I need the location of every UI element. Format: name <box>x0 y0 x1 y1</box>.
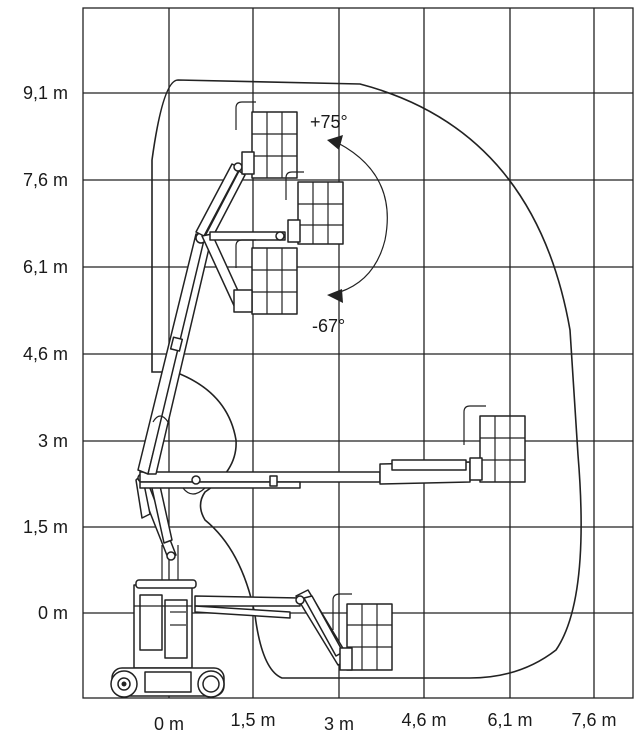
rear-wheel <box>110 670 138 698</box>
y-axis-labels: 9,1 m 7,6 m 6,1 m 4,6 m 3 m 1,5 m 0 m <box>23 83 68 623</box>
front-wheel <box>197 670 225 698</box>
y-label-1-5: 1,5 m <box>23 517 68 537</box>
x-label-1-5: 1,5 m <box>230 710 275 730</box>
x-label-3: 3 m <box>324 714 354 734</box>
y-label-0: 0 m <box>38 603 68 623</box>
jib-arms <box>195 162 286 311</box>
y-label-4-6: 4,6 m <box>23 344 68 364</box>
mid-upper-basket <box>285 171 344 245</box>
y-label-3: 3 m <box>38 431 68 451</box>
horizontal-boom <box>139 459 471 495</box>
rotation-up-label: +75° <box>310 112 348 132</box>
x-axis-labels: 0 m 1,5 m 3 m 4,6 m 6,1 m 7,6 m <box>154 710 617 734</box>
lift-machine <box>110 579 225 698</box>
working-envelope <box>151 79 582 679</box>
rotation-down-label: -67° <box>312 316 345 336</box>
stowed-basket <box>332 593 393 671</box>
lower-jib-basket <box>233 239 298 315</box>
jib-rotation-indicator <box>327 135 388 303</box>
x-label-6-1: 6,1 m <box>487 710 532 730</box>
y-label-9-1: 9,1 m <box>23 83 68 103</box>
horizontal-basket <box>463 405 526 483</box>
upper-basket <box>235 101 298 179</box>
y-label-6-1: 6,1 m <box>23 257 68 277</box>
x-label-7-6: 7,6 m <box>571 710 616 730</box>
stowed-boom <box>194 589 351 666</box>
x-label-4-6: 4,6 m <box>401 710 446 730</box>
y-label-7-6: 7,6 m <box>23 170 68 190</box>
x-label-0: 0 m <box>154 714 184 734</box>
